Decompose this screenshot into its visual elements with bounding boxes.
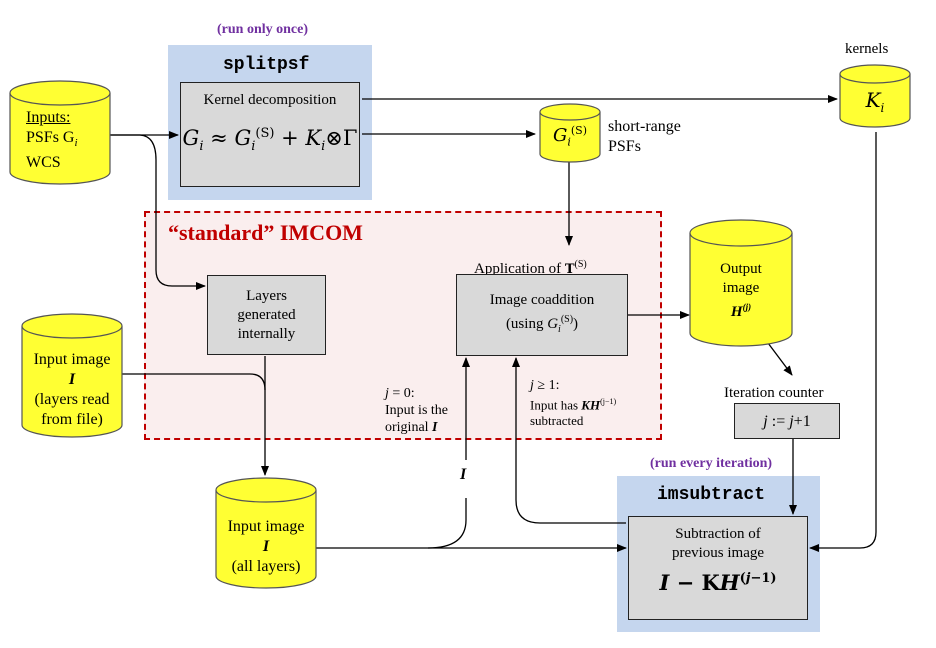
inputs-psfs-sub: i [74,137,78,150]
coaddition-sup: (S) [560,314,574,325]
short-range-g: G [552,125,568,146]
inputs-cylinder [9,93,111,185]
subtraction-box: Subtraction of previous image I − KH(j−1… [628,516,808,620]
arrow-kernels-to-subtraction [809,132,877,552]
application-text: Application of [474,261,565,277]
imsubtract-title: imsubtract [657,485,766,505]
note-j0-cond: = 0: [388,386,415,401]
i-arrow-label: I [460,466,467,483]
input-file-line1: Input image [33,351,111,368]
coaddition-line2: (using Gi(S)) [506,310,578,339]
short-range-label: short-range PSFs [608,117,681,157]
note-j0-j: j [385,386,389,401]
note-j0-line2: Input is the [385,403,448,418]
short-range-symbol: Gi(S) [540,124,600,149]
layers-line3: internally [237,325,296,342]
output-line2: image [722,280,760,296]
kernels-sub: i [880,101,885,115]
coaddition-symbol: G [547,316,559,332]
short-range-sub: i [567,135,571,149]
short-range-label-2: PSFs [608,138,641,155]
arrow-inputs-to-layers [110,134,206,290]
arrow-input-all-to-coadd [427,498,467,549]
arrow-subtraction-to-coadd [512,357,626,524]
output-sup: (j) [742,302,752,312]
subtraction-equation: I − KH(j−1) [659,570,777,595]
note-j1-j: j [530,378,534,393]
input-all-text: Input image I (all layers) [216,517,316,577]
application-symbol: T [564,262,575,277]
coaddition-sub: i [558,324,561,335]
kernels-k: K [865,88,881,112]
subtraction-line1: Subtraction of [675,526,761,542]
input-all-symbol: I [262,538,270,555]
kernel-decomposition-box: Kernel decomposition Gi ≈ Gi(S) + Ki⊗Γ [180,82,360,187]
inputs-psfs: PSFs G [26,129,75,146]
iteration-j2: j [789,412,794,430]
output-cylinder [689,233,793,347]
imcom-title: “standard” IMCOM [168,220,363,245]
note-j1-cond: ≥ 1: [533,378,560,393]
kernel-decomposition-equation: Gi ≈ Gi(S) + Ki⊗Γ [182,126,358,155]
short-range-cylinder [539,112,601,163]
output-symbol: H [730,304,743,320]
note-j1: j ≥ 1: Input has KH(j−1) subtracted [530,378,616,429]
output-line1: Output [720,261,762,277]
application-label: Application of T(S) [474,255,587,279]
short-range-label-1: short-range [608,118,681,135]
inputs-text: Inputs: PSFs Gi WCS [26,108,78,173]
subtraction-line2: previous image [671,545,765,561]
inputs-wcs: WCS [26,154,61,172]
input-file-cylinder [21,326,123,438]
coaddition-using: (using [505,316,548,332]
coaddition-box: Image coaddition (using Gi(S)) [456,274,628,356]
input-file-line2: (layers read [34,391,110,408]
iteration-counter-label: Iteration counter [724,385,824,401]
application-sup: (S) [574,259,587,270]
note-j1-sup: (j−1) [600,397,617,406]
input-file-line3: from file) [41,411,103,428]
iteration-j1: j [763,412,768,430]
input-all-line2: (all layers) [231,558,301,575]
kernels-cylinder [839,74,911,128]
note-j0: j = 0: Input is the original I [385,385,448,436]
iteration-formula-box: j := j+1 [734,403,840,439]
input-all-cylinder [215,490,317,589]
layers-line1: Layers [246,287,287,304]
input-all-line1: Input image [227,518,305,535]
inputs-title: Inputs: [26,109,71,126]
run-every-label: (run every iteration) [650,456,773,471]
line-input-file-join [122,373,266,391]
note-j0-line3: original [385,420,433,435]
layers-line2: generated [237,306,296,323]
coaddition-close: ) [573,316,579,332]
note-j1-kh: KH [581,397,601,413]
splitpsf-title: splitpsf [223,55,310,75]
output-text: Output image H(j) [690,260,792,322]
kernels-label: kernels [845,41,889,57]
coaddition-line1: Image coaddition [489,292,595,308]
short-range-sup: (S) [570,124,588,137]
note-j1-line3: subtracted [530,413,584,429]
layers-box: Layers generated internally [207,275,326,355]
iteration-plus-one: +1 [793,412,811,430]
run-once-label: (run only once) [217,22,308,37]
kernel-decomposition-title: Kernel decomposition [203,92,337,108]
note-j1-line2a: Input has [530,397,582,413]
input-file-symbol: I [68,371,76,388]
input-file-text: Input image I (layers read from file) [22,350,122,430]
iteration-assign: := [767,412,790,430]
cylinders [9,64,911,589]
note-j0-symbol: I [432,420,438,435]
arrow-output-to-counter [767,342,793,376]
kernels-symbol: Ki [840,88,910,115]
